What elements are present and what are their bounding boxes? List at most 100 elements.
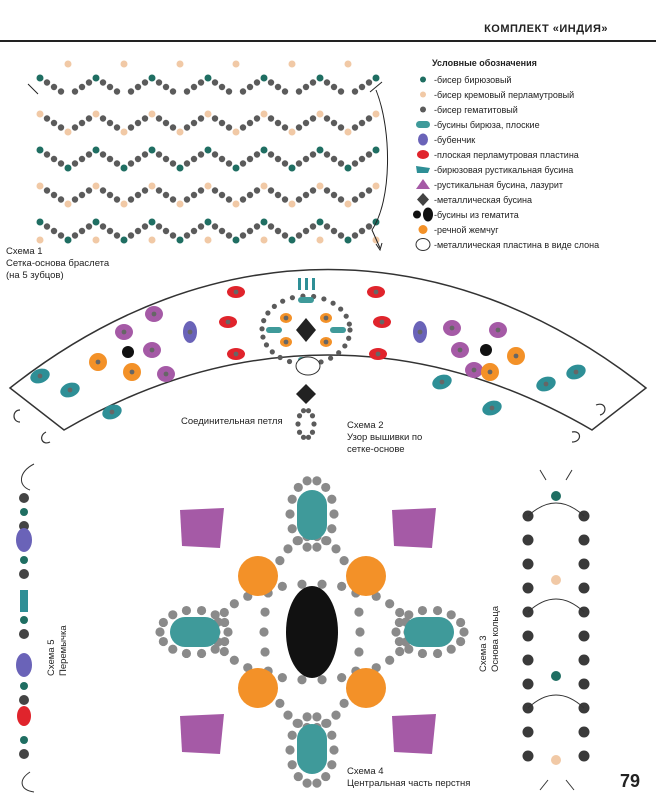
river-pearl-icon (412, 222, 434, 237)
cream-bead (148, 236, 156, 244)
hematite-bead (295, 232, 303, 239)
hematite-bead (253, 151, 261, 158)
hematite-bead (162, 155, 170, 163)
hematite-bead (329, 509, 339, 519)
hematite-bead (404, 644, 414, 654)
hematite-bead (106, 83, 114, 91)
hematite-bead (302, 227, 310, 235)
center-hole (373, 289, 379, 295)
hematite-bead (71, 232, 79, 239)
cream-bead (176, 60, 184, 68)
hematite-bead (127, 88, 135, 95)
hematite-bead (239, 196, 247, 203)
hematite-bead (337, 673, 347, 683)
scheme5-subtitle: Перемычка (58, 625, 69, 676)
cream-bead (316, 182, 324, 190)
cream-bead (120, 128, 128, 136)
hematite-bead (287, 760, 297, 770)
hematite-bead (297, 579, 307, 589)
hematite-bead (183, 232, 191, 239)
hematite-bead (85, 79, 93, 86)
hematite-bead (329, 745, 339, 755)
center-hole (375, 351, 381, 357)
hematite-bead (287, 524, 297, 534)
hematite-bead (456, 617, 466, 628)
hematite-bead (331, 544, 341, 554)
cream-bead (260, 110, 268, 118)
hematite-bead (311, 421, 317, 427)
legend-label: -бубенчик (434, 134, 476, 145)
hematite-bead (302, 712, 312, 722)
center-hole (187, 329, 193, 335)
legend-label: -металлическая бусина (434, 194, 533, 205)
turquoise-bead (260, 74, 268, 82)
center-hole (449, 325, 455, 331)
hematite-bead (355, 627, 365, 637)
hematite-bead (50, 83, 58, 91)
hematite-bead (219, 607, 229, 618)
center-hole (67, 387, 73, 393)
hematite-bead (317, 579, 327, 589)
hematite-bead (267, 79, 275, 86)
hematite-bead (295, 421, 301, 427)
hematite-bead (43, 115, 51, 122)
cream-bead (176, 128, 184, 136)
legend-label: -бусины из гематита (434, 209, 519, 220)
hematite-bead (210, 610, 220, 620)
hematite-bead (312, 542, 322, 552)
hematite-bead (446, 644, 456, 654)
hematite-bead (330, 119, 338, 127)
thread (527, 694, 585, 709)
cream-bead (148, 110, 156, 118)
hematite-bead (283, 710, 293, 720)
hematite-bead (309, 223, 317, 230)
hematite-bead (337, 88, 345, 95)
hematite-bead (225, 88, 233, 95)
hematite-bead (141, 151, 149, 158)
hematite-bead (281, 124, 289, 131)
bead (19, 695, 29, 705)
hematite-bead (113, 88, 121, 95)
hematite-bead (155, 627, 165, 637)
cream-bead (204, 236, 212, 244)
center-hole (323, 339, 329, 345)
hematite-bead (246, 191, 254, 199)
thread-ends (539, 469, 575, 791)
hematite-bead (277, 581, 287, 591)
hematite-bead (293, 482, 303, 493)
hematite-bead (155, 151, 163, 158)
center-hole (95, 359, 101, 365)
elephant-plate-icon (412, 237, 434, 252)
flat-turquoise-bead (297, 724, 327, 774)
hematite-bead (57, 160, 65, 167)
hematite-bead (141, 115, 149, 122)
legend-title: Условные обозначения (432, 58, 537, 68)
hematite-bead (106, 227, 114, 235)
cream-bead (204, 182, 212, 190)
hematite-bead (365, 187, 373, 194)
scheme5-caption: Схема 5 Перемычка (46, 625, 70, 676)
hematite-bead (169, 160, 177, 167)
cream-bead (176, 200, 184, 208)
center-hole (129, 369, 135, 375)
hematite-bead (336, 350, 342, 356)
lapis-bead (392, 714, 436, 754)
hematite-bead (522, 678, 534, 690)
bead (20, 682, 28, 690)
legend-row: -бубенчик (412, 132, 652, 147)
hematite-bead (197, 79, 205, 86)
hematite-bead (358, 119, 366, 127)
thread (527, 502, 585, 517)
legend-row: -бисер гематитовый (412, 102, 652, 117)
hematite-bead (417, 648, 428, 659)
center-hole (471, 367, 477, 373)
hematite-bead (99, 223, 107, 230)
hematite-bead (287, 730, 297, 740)
hematite-bead (218, 83, 226, 91)
cream-bead (232, 60, 240, 68)
hematite-bead (168, 610, 178, 620)
hematite-bead (343, 313, 349, 319)
hematite-bead (134, 119, 142, 127)
hematite-bead (190, 83, 198, 91)
hematite-bead (162, 119, 170, 127)
